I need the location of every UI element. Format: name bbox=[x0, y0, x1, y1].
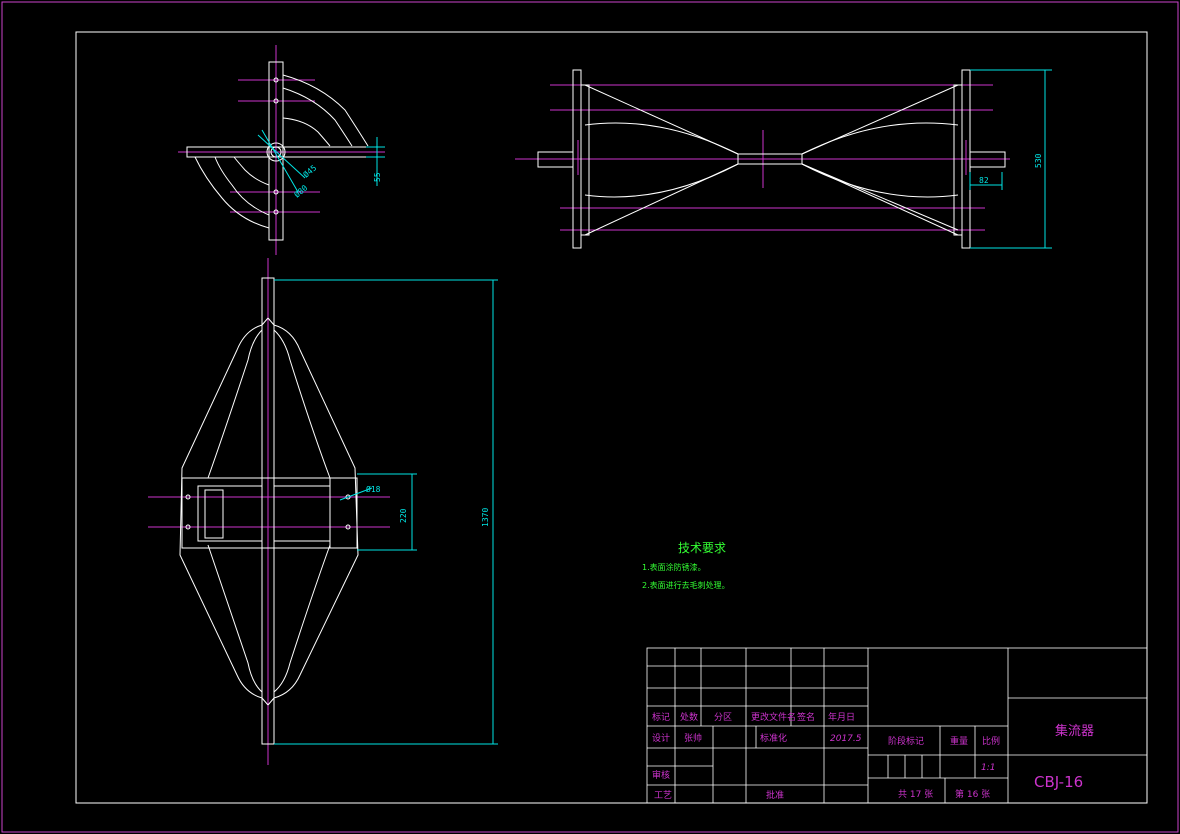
dim-hole-dia: Ø18 bbox=[366, 484, 381, 494]
dim-top-height: 55 bbox=[373, 172, 382, 182]
hdr-count: 处数 bbox=[680, 711, 698, 723]
hdr-zone: 分区 bbox=[714, 712, 732, 723]
front-view: 1370 220 Ø18 bbox=[148, 258, 498, 765]
approve-label: 批准 bbox=[766, 789, 784, 801]
weight-label: 重量 bbox=[950, 735, 968, 747]
stage-mark-label: 阶段标记 bbox=[888, 735, 924, 747]
design-date: 2017.5 bbox=[830, 734, 862, 744]
drawing-number: CBJ-16 bbox=[1034, 773, 1083, 791]
sheet-number: 第 16 张 bbox=[955, 788, 990, 800]
title-block bbox=[646, 647, 1148, 804]
part-name: 集流器 bbox=[1055, 723, 1094, 739]
title-block-text: 标记 处数 分区 更改文件名 签名 年月日 设计 张帅 标准化 2017.5 审… bbox=[652, 711, 1094, 801]
scale-label: 比例 bbox=[982, 735, 1000, 747]
top-view: Ø45 Ø80 55 bbox=[178, 45, 385, 255]
dim-side-width: 530 bbox=[1034, 153, 1043, 168]
review-label: 审核 bbox=[652, 769, 670, 781]
hdr-change-doc: 更改文件名 bbox=[751, 711, 796, 723]
designer-name: 张帅 bbox=[684, 732, 702, 744]
tech-requirements-title: 技术要求 bbox=[678, 541, 727, 555]
standardization-label: 标准化 bbox=[760, 732, 787, 744]
hdr-sign: 签名 bbox=[797, 711, 815, 723]
dim-hole-spacing: 220 bbox=[399, 508, 408, 523]
tech-note-1: 1.表面涂防锈漆。 bbox=[642, 563, 706, 572]
design-label: 设计 bbox=[652, 732, 670, 744]
scale-value: 1:1 bbox=[981, 763, 995, 773]
sheets-total: 共 17 张 bbox=[898, 789, 933, 800]
tech-note-2: 2.表面进行去毛刺处理。 bbox=[642, 581, 730, 590]
process-label: 工艺 bbox=[654, 790, 672, 801]
side-view: 530 82 bbox=[515, 69, 1052, 249]
dim-side-offset: 82 bbox=[979, 176, 989, 185]
inner-frame bbox=[75, 31, 1148, 804]
hdr-date: 年月日 bbox=[828, 711, 855, 723]
hdr-mark: 标记 bbox=[652, 711, 670, 723]
dim-total-height: 1370 bbox=[481, 508, 490, 527]
